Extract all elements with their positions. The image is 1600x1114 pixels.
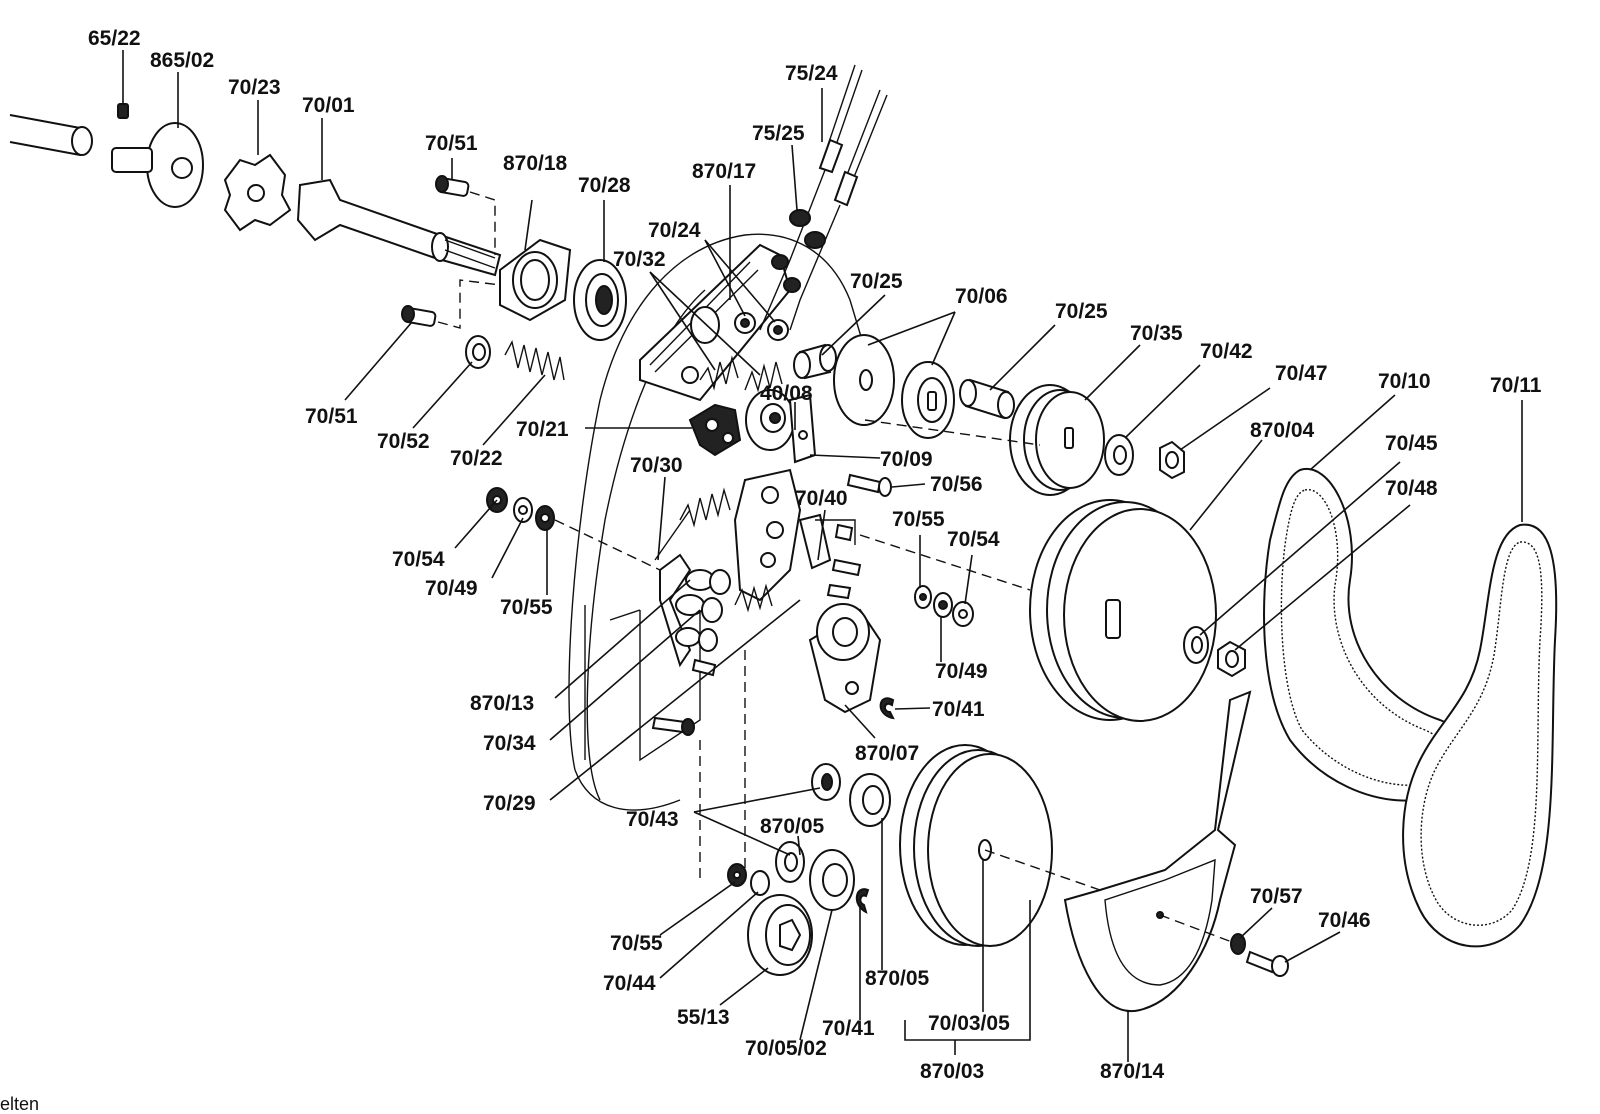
label-70-46: 70/46 bbox=[1318, 909, 1371, 932]
label-70-49-b: 70/49 bbox=[935, 660, 988, 683]
label-870-17: 870/17 bbox=[692, 160, 756, 183]
belt-70-11 bbox=[1402, 523, 1558, 948]
label-870-04: 870/04 bbox=[1250, 419, 1315, 442]
lower-pulley-870-03 bbox=[699, 650, 1101, 976]
label-55-13: 55/13 bbox=[677, 1006, 730, 1029]
label-70-56: 70/56 bbox=[930, 473, 983, 496]
label-70-43: 70/43 bbox=[626, 808, 679, 831]
tension-mechanism bbox=[486, 389, 974, 736]
label-70-41-a: 70/41 bbox=[932, 698, 985, 721]
label-65-22: 65/22 bbox=[88, 27, 141, 50]
label-70-28: 70/28 bbox=[578, 174, 631, 197]
belt-guard-870-14 bbox=[1063, 690, 1289, 1013]
label-70-01: 70/01 bbox=[302, 94, 355, 117]
label-70-45: 70/45 bbox=[1385, 432, 1438, 455]
label-70-21: 70/21 bbox=[516, 418, 569, 441]
label-870-07: 870/07 bbox=[855, 742, 919, 765]
label-870-14: 870/14 bbox=[1100, 1060, 1165, 1083]
upper-pulley-group bbox=[793, 334, 1185, 496]
label-870-05-a: 870/05 bbox=[760, 815, 825, 838]
shaft-assembly bbox=[9, 103, 627, 381]
label-70-03-05: 70/03/05 bbox=[928, 1012, 1010, 1035]
label-70-57: 70/57 bbox=[1250, 885, 1303, 908]
label-70-55-b: 70/55 bbox=[500, 596, 553, 619]
label-70-34: 70/34 bbox=[483, 732, 536, 755]
label-70-47: 70/47 bbox=[1275, 362, 1328, 385]
label-70-11: 70/11 bbox=[1490, 374, 1542, 397]
label-70-29: 70/29 bbox=[483, 792, 536, 815]
label-865-02: 865/02 bbox=[150, 49, 214, 72]
label-70-42: 70/42 bbox=[1200, 340, 1253, 363]
footer-text-fragment: elten bbox=[0, 1094, 39, 1114]
label-70-55-c: 70/55 bbox=[610, 932, 663, 955]
label-70-24: 70/24 bbox=[648, 219, 701, 242]
label-70-40: 70/40 bbox=[795, 487, 848, 510]
label-70-10: 70/10 bbox=[1378, 370, 1431, 393]
label-870-05-b: 870/05 bbox=[865, 967, 930, 990]
label-70-05-02: 70/05/02 bbox=[745, 1037, 827, 1060]
label-70-23: 70/23 bbox=[228, 76, 281, 99]
label-70-55-a: 70/55 bbox=[892, 508, 945, 531]
label-70-41-b: 70/41 bbox=[822, 1017, 875, 1040]
label-40-08: 40/08 bbox=[760, 382, 813, 405]
label-870-13: 870/13 bbox=[470, 692, 534, 715]
label-70-54-a: 70/54 bbox=[392, 548, 445, 571]
label-70-06: 70/06 bbox=[955, 285, 1008, 308]
label-75-25: 75/25 bbox=[752, 122, 805, 145]
label-70-51-bot: 70/51 bbox=[305, 405, 358, 428]
label-70-25-b: 70/25 bbox=[1055, 300, 1108, 323]
label-70-32: 70/32 bbox=[613, 248, 666, 271]
label-70-49-a: 70/49 bbox=[425, 577, 478, 600]
label-70-52: 70/52 bbox=[377, 430, 430, 453]
label-870-18: 870/18 bbox=[503, 152, 568, 175]
label-870-03: 870/03 bbox=[920, 1060, 984, 1083]
label-70-22: 70/22 bbox=[450, 447, 503, 470]
big-pulley-870-04 bbox=[859, 499, 1246, 722]
label-70-51-top: 70/51 bbox=[425, 132, 478, 155]
label-70-09: 70/09 bbox=[880, 448, 933, 471]
label-70-30: 70/30 bbox=[630, 454, 683, 477]
leader-lines bbox=[122, 50, 1523, 1062]
part-labels: 65/22 865/02 70/23 70/01 70/51 870/18 70… bbox=[0, 27, 1542, 1114]
label-70-48: 70/48 bbox=[1385, 477, 1438, 500]
label-70-25-a: 70/25 bbox=[850, 270, 903, 293]
label-70-44: 70/44 bbox=[603, 972, 656, 995]
label-75-24: 75/24 bbox=[785, 62, 838, 85]
label-70-35: 70/35 bbox=[1130, 322, 1183, 345]
label-70-54-b: 70/54 bbox=[947, 528, 1000, 551]
